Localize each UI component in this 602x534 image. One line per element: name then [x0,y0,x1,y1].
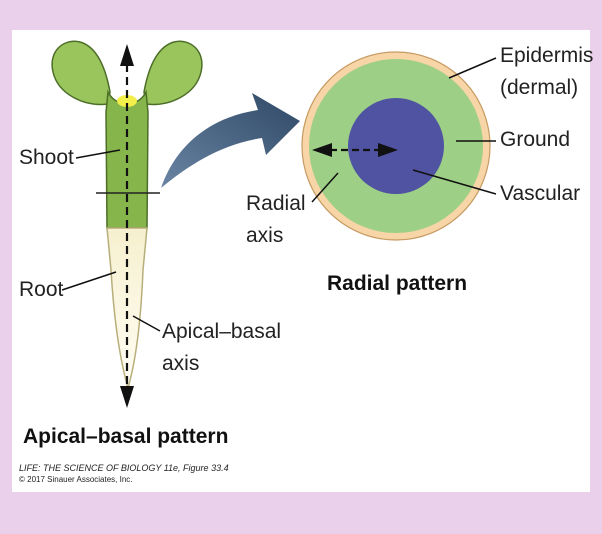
credit-line-2: © 2017 Sinauer Associates, Inc. [19,475,133,484]
vascular-tissue [348,98,444,194]
apical-basal-axis-arrow [120,44,134,408]
title-radial-pattern: Radial pattern [327,272,468,295]
radial-axis-arrow [312,143,398,157]
label-radial-axis-line2: axis [246,224,284,247]
radial-cross-section [301,51,491,241]
title-apical-basal-pattern: Apical–basal pattern [23,425,229,448]
label-vascular: Vascular [500,182,581,205]
label-apical-basal-axis-line2: axis [162,352,200,375]
label-epidermis-line2: (dermal) [500,76,579,99]
shoot-apical-meristem [117,95,137,107]
label-radial-axis-line1: Radial [246,192,306,215]
label-epidermis-line1: Epidermis [500,44,594,67]
leader-lines [61,57,497,332]
label-root: Root [19,278,64,301]
left-cotyledon [51,40,111,106]
label-ground: Ground [500,128,571,151]
right-cotyledon [143,40,203,106]
curved-connector-arrow [161,93,300,188]
label-shoot: Shoot [19,146,74,169]
credit-line-1: LIFE: THE SCIENCE OF BIOLOGY 11e, Figure… [19,463,229,473]
label-apical-basal-axis-line1: Apical–basal [162,320,282,343]
